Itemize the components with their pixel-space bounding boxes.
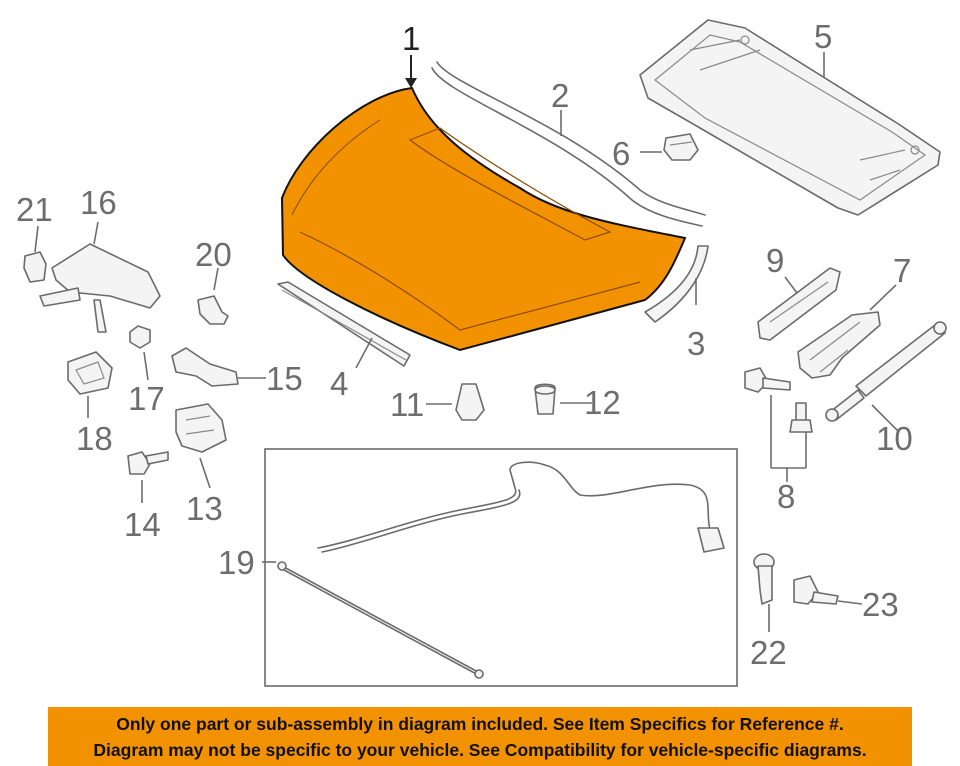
callout-17: 17 bbox=[128, 380, 165, 417]
part-11-bumper bbox=[455, 383, 485, 421]
callout-21: 21 bbox=[16, 191, 53, 228]
callout-13: 13 bbox=[186, 490, 223, 527]
callout-15: 15 bbox=[266, 360, 303, 397]
part-20-actuator bbox=[197, 295, 229, 325]
part-23-bolt bbox=[793, 575, 839, 605]
callouts: 1 2 3 4 5 6 7 8 9 10 11 12 13 14 15 16 1… bbox=[16, 18, 913, 671]
callout-6: 6 bbox=[612, 135, 630, 172]
part-2-seal bbox=[431, 61, 706, 227]
part-8-bolts bbox=[744, 367, 813, 433]
callout-3: 3 bbox=[687, 325, 705, 362]
part-16-bracket bbox=[39, 243, 161, 333]
callout-5: 5 bbox=[814, 18, 832, 55]
part-9-hinge bbox=[757, 267, 841, 341]
disclaimer-banner: Only one part or sub-assembly in diagram… bbox=[48, 707, 912, 766]
part-21-sensor bbox=[23, 251, 47, 283]
hood-shape bbox=[280, 86, 687, 352]
part-19-cable-box bbox=[264, 448, 738, 687]
part-18-pad bbox=[67, 351, 113, 395]
part-4-strip bbox=[277, 281, 411, 367]
part-12-bumper bbox=[534, 383, 556, 415]
callout-8: 8 bbox=[777, 478, 795, 515]
callout-20: 20 bbox=[195, 236, 232, 273]
part-6-clip bbox=[663, 133, 699, 161]
callout-1: 1 bbox=[402, 20, 420, 57]
callout-23: 23 bbox=[862, 586, 899, 623]
callout-14: 14 bbox=[124, 506, 161, 543]
part-3-seal bbox=[644, 245, 709, 323]
leader-lines bbox=[34, 52, 900, 632]
part-22-plug bbox=[753, 553, 775, 605]
part-1-hood bbox=[280, 86, 687, 352]
callout-7: 7 bbox=[893, 252, 911, 289]
callout-11: 11 bbox=[390, 386, 424, 423]
callout-16: 16 bbox=[80, 184, 117, 221]
disclaimer-line-2: Diagram may not be specific to your vehi… bbox=[93, 740, 867, 760]
callout-2: 2 bbox=[551, 77, 569, 114]
part-17-nut bbox=[129, 325, 151, 349]
part-13-latch bbox=[175, 403, 227, 453]
callout-18: 18 bbox=[76, 420, 113, 457]
disclaimer-line-1: Only one part or sub-assembly in diagram… bbox=[116, 714, 844, 734]
callout-10: 10 bbox=[876, 420, 913, 457]
callout-19: 19 bbox=[218, 544, 255, 581]
part-15-bracket bbox=[171, 347, 239, 387]
part-14-bolt bbox=[127, 451, 169, 475]
callout-4: 4 bbox=[330, 365, 348, 402]
callout-9: 9 bbox=[766, 242, 784, 279]
part-7-hinge bbox=[797, 311, 881, 379]
callout-22: 22 bbox=[750, 634, 787, 671]
part-5-panel bbox=[639, 19, 941, 216]
callout-12: 12 bbox=[584, 384, 621, 421]
part-10-strut bbox=[825, 321, 947, 422]
